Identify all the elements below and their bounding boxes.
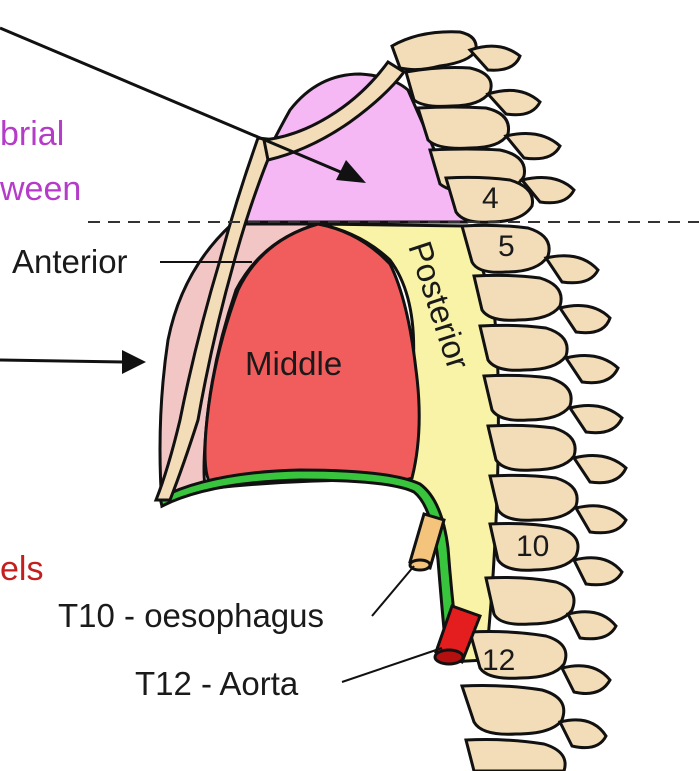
vertebra-5-label: 5 [498,230,515,263]
anterior-label: Anterior [12,243,128,280]
vessels-label: els [0,550,43,588]
aorta-leader-line [342,648,442,682]
oesophagus-label: T10 - oesophagus [58,597,324,634]
superior-label-line2: ween [0,170,81,208]
middle-label: Middle [245,345,342,382]
vertebra-10-label: 10 [516,530,549,563]
superior-label-line1: brial [0,115,64,153]
vertebra-12-label: 12 [482,644,515,677]
vertebra-4-label: 4 [482,182,499,215]
oesophagus-leader-line [372,566,414,616]
aorta-label: T12 - Aorta [135,665,299,702]
arrow-anterior [0,350,146,374]
